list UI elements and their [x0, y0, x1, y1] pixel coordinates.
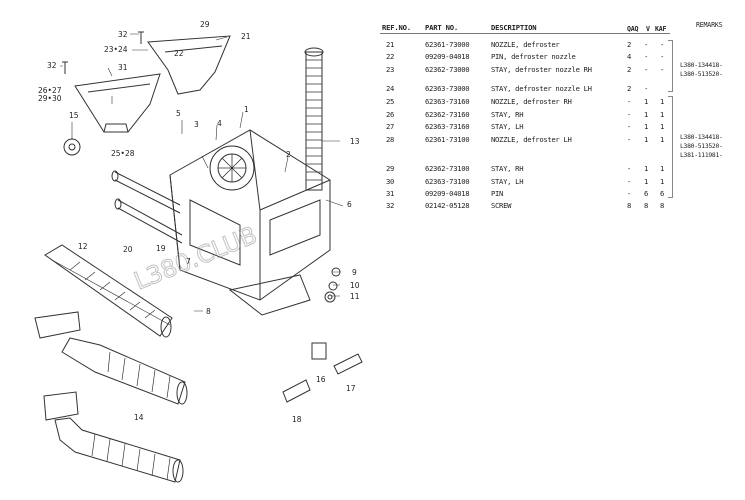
exploded-parts-diagram: L380.CLUB 1 2 3 4 5 6 7 8 9 10 11 12 13 …: [34, 20, 363, 483]
callout-3: 3: [194, 120, 199, 129]
callout-20: 20: [123, 245, 133, 254]
callout-21: 21: [241, 32, 251, 41]
remark-group1-line1: L380-134418-: [680, 61, 723, 69]
callout-17: 17: [346, 384, 356, 393]
callout-16: 16: [316, 375, 326, 384]
callout-8: 8: [206, 307, 211, 316]
callout-26-27: 26•27: [38, 86, 62, 95]
callout-6: 6: [347, 200, 352, 209]
remark-group1-line2: L380-513520-: [680, 70, 723, 78]
watermark: L380.CLUB: [130, 221, 261, 296]
callout-7: 7: [186, 257, 191, 266]
callout-32a: 32: [118, 30, 128, 39]
callout-18: 18: [292, 415, 302, 424]
callout-13: 13: [350, 137, 360, 146]
callout-14: 14: [134, 413, 144, 422]
callout-15: 15: [69, 111, 79, 120]
header-part-no: PART NO.: [425, 23, 459, 32]
callout-29: 29: [200, 20, 210, 29]
header-v: V: [646, 25, 650, 33]
callout-1: 1: [244, 105, 249, 114]
remark-group2-line1: L380-134418-: [680, 133, 723, 141]
callout-5: 5: [176, 109, 181, 118]
remark-group2-line3: L381-111981-: [680, 151, 723, 159]
callout-11: 11: [350, 292, 360, 301]
callout-19: 19: [156, 244, 166, 253]
callout-29-30: 29•30: [38, 94, 62, 103]
callout-2: 2: [286, 150, 291, 159]
callout-25-28: 25•28: [111, 149, 135, 158]
callout-32b: 32: [47, 61, 57, 70]
callout-22: 22: [174, 49, 184, 58]
header-kaf: KAF: [655, 25, 667, 33]
callout-12: 12: [78, 242, 88, 251]
callout-9: 9: [352, 268, 357, 277]
header-qty: QAQ: [627, 25, 639, 33]
header-ref-no: REF.NO.: [382, 23, 411, 32]
header-description: DESCRIPTION: [491, 23, 537, 32]
remark-group2-line2: L380-513520-: [680, 142, 723, 150]
callout-23-24: 23•24: [104, 45, 128, 54]
header-remarks: REMARKS: [696, 21, 723, 29]
callout-4: 4: [217, 119, 222, 128]
callout-31: 31: [118, 63, 128, 72]
callout-10: 10: [350, 281, 360, 290]
